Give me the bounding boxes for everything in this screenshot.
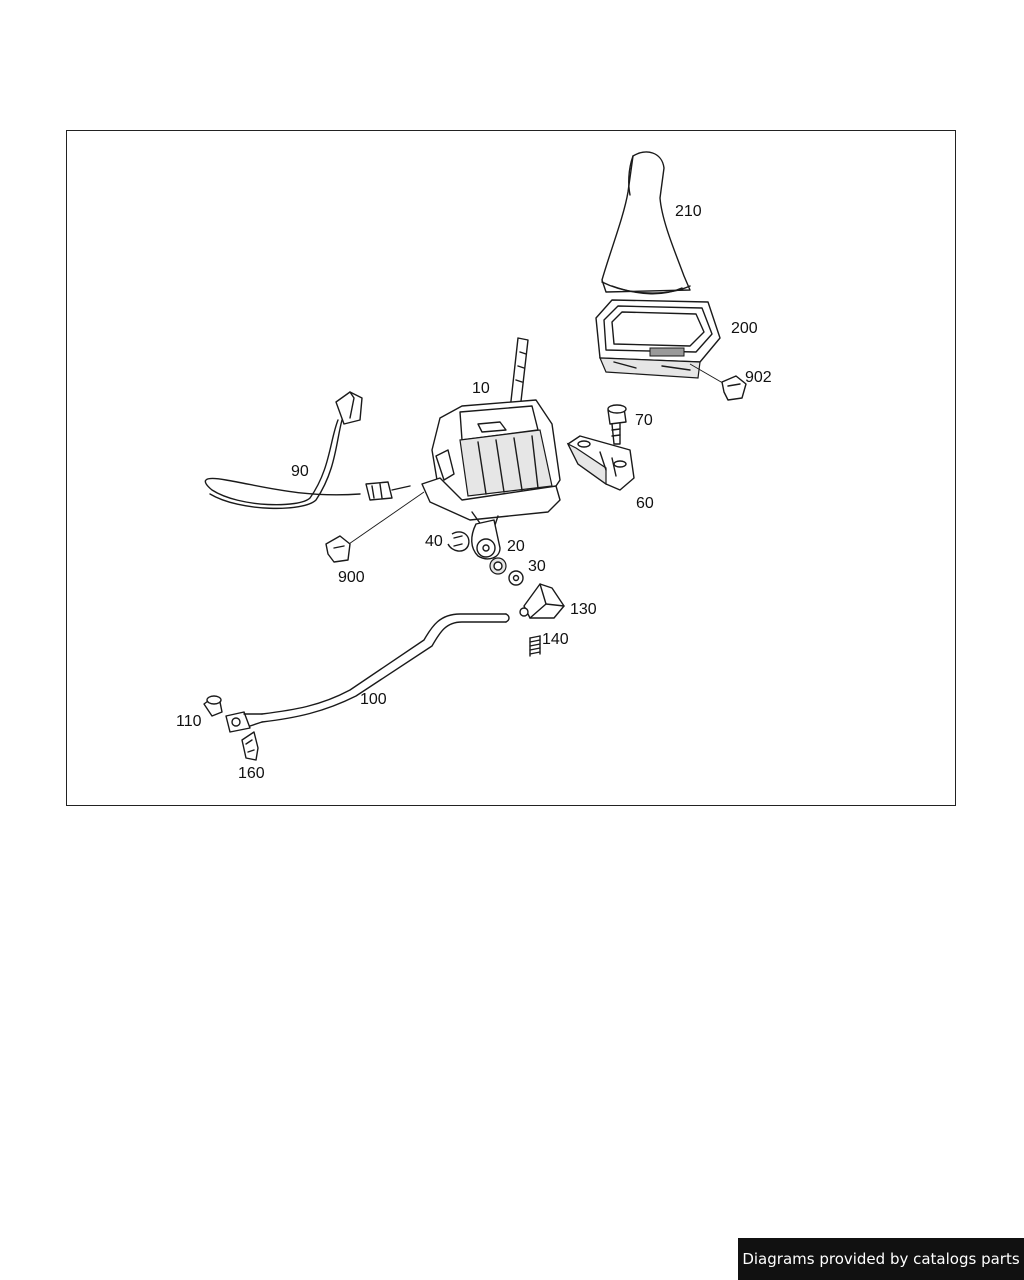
part-40-clip bbox=[447, 531, 470, 552]
callout-90: 90 bbox=[291, 463, 309, 480]
callout-140: 140 bbox=[542, 631, 569, 648]
part-902-clip bbox=[689, 363, 747, 401]
part-70-bolt bbox=[607, 404, 627, 445]
callout-30: 30 bbox=[528, 558, 546, 575]
part-200-trim-bezel bbox=[595, 299, 721, 379]
part-10-shifter-housing bbox=[421, 337, 561, 529]
part-110-ball-socket bbox=[203, 695, 223, 717]
callout-902: 902 bbox=[745, 369, 772, 386]
callout-200: 200 bbox=[731, 320, 758, 337]
callout-210: 210 bbox=[675, 203, 702, 220]
callout-10: 10 bbox=[472, 380, 490, 397]
callout-100: 100 bbox=[360, 691, 387, 708]
part-210-shift-boot bbox=[601, 151, 691, 295]
part-90-wiring-harness bbox=[204, 391, 411, 510]
callout-40: 40 bbox=[425, 533, 443, 550]
callout-900: 900 bbox=[338, 569, 365, 586]
watermark-banner: Diagrams provided by catalogs parts bbox=[738, 1238, 1024, 1280]
part-900-cable-tie bbox=[325, 491, 425, 563]
callout-20: 20 bbox=[507, 538, 525, 555]
parts-diagram-frame bbox=[66, 130, 956, 806]
callout-130: 130 bbox=[570, 601, 597, 618]
part-30-washer bbox=[508, 570, 524, 586]
exploded-parts-diagram: 210 200 902 10 70 90 60 40 20 30 900 130… bbox=[176, 151, 772, 782]
part-60-mounting-bracket bbox=[566, 435, 635, 491]
callout-160: 160 bbox=[238, 765, 265, 782]
part-160-retaining-clip bbox=[241, 731, 259, 761]
callout-110: 110 bbox=[176, 713, 202, 730]
watermark-text: Diagrams provided by catalogs parts bbox=[742, 1250, 1020, 1268]
callout-70: 70 bbox=[635, 412, 653, 429]
part-140-spring bbox=[529, 635, 541, 657]
part-100-selector-rod bbox=[225, 613, 510, 733]
callout-60: 60 bbox=[636, 495, 654, 512]
part-20-bushing bbox=[471, 519, 507, 575]
part-130-cable-cover bbox=[519, 583, 565, 619]
